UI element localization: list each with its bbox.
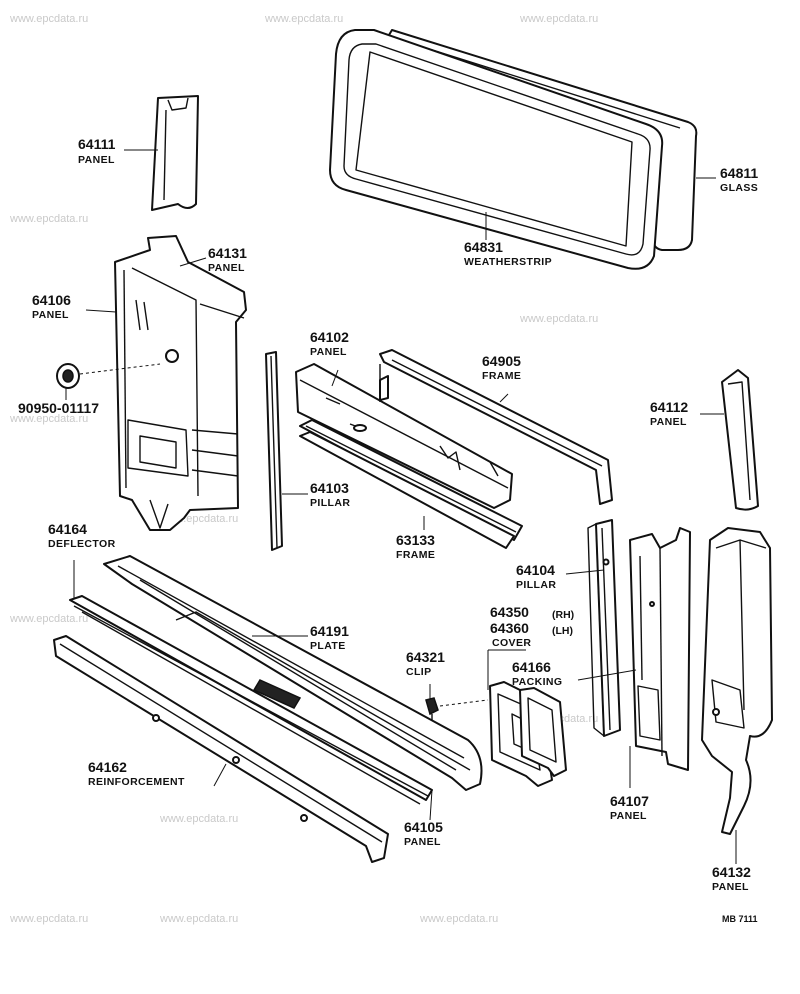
frame-64905-drawing bbox=[379, 349, 613, 505]
frame-63133-drawing bbox=[299, 419, 523, 549]
watermark: www.epcdata.ru bbox=[9, 13, 88, 25]
part-number-64164: 64164 bbox=[48, 521, 87, 537]
part-name-64191: PLATE bbox=[310, 640, 346, 652]
part-number-64105: 64105 bbox=[404, 819, 443, 835]
packing-64166-drawing bbox=[519, 687, 567, 777]
panel-64102-drawing bbox=[295, 363, 513, 509]
part-name-64166: PACKING bbox=[512, 676, 562, 688]
part-number-64103: 64103 bbox=[310, 480, 349, 496]
part-number-64811: 64811 bbox=[720, 165, 758, 181]
part-name-63133: FRAME bbox=[396, 549, 435, 561]
part-number-64162: 64162 bbox=[88, 759, 127, 775]
clip-64321-drawing bbox=[425, 697, 489, 720]
watermark: www.epcdata.ru bbox=[519, 313, 598, 325]
part-number-64112: 64112 bbox=[650, 399, 688, 415]
part-name-64831: WEATHERSTRIP bbox=[464, 256, 552, 268]
part-name-64131: PANEL bbox=[208, 262, 245, 274]
watermark: www.epcdata.ru bbox=[9, 613, 88, 625]
weatherstrip-64831-drawing bbox=[329, 29, 664, 270]
part-number-64360: 64360 bbox=[490, 620, 529, 636]
watermark: www.epcdata.ru bbox=[419, 913, 498, 925]
part-name-64112: PANEL bbox=[650, 416, 687, 428]
part-number-64166: 64166 bbox=[512, 659, 551, 675]
part-name-64321: CLIP bbox=[406, 666, 432, 678]
watermark: www.epcdata.ru bbox=[519, 13, 598, 25]
pillar-64103-drawing bbox=[265, 351, 283, 551]
watermark: www.epcdata.ru bbox=[159, 913, 238, 925]
part-number-63133: 63133 bbox=[396, 532, 435, 548]
watermark: www.epcdata.ru bbox=[159, 813, 238, 825]
panel-64111-drawing bbox=[151, 95, 199, 211]
part-number-90950-01117: 90950-01117 bbox=[18, 400, 99, 416]
part-number-64132: 64132 bbox=[712, 864, 751, 880]
part-name-64107: PANEL bbox=[610, 810, 647, 822]
pillar-64104-drawing bbox=[587, 519, 621, 737]
part-name-64132: PANEL bbox=[712, 881, 749, 893]
part-number-64831: 64831 bbox=[464, 239, 503, 255]
part-number-64905: 64905 bbox=[482, 353, 521, 369]
side-note-rh: (RH) bbox=[552, 609, 574, 621]
part-name-64360: COVER bbox=[492, 637, 531, 649]
watermark: www.epcdata.ru bbox=[264, 13, 343, 25]
part-number-64321: 64321 bbox=[406, 649, 445, 665]
part-name-64102: PANEL bbox=[310, 346, 347, 358]
part-number-64106: 64106 bbox=[32, 292, 71, 308]
panel-64112-drawing bbox=[721, 369, 759, 511]
part-number-64111: 64111 bbox=[78, 136, 116, 152]
watermark: www.epcdata.ru bbox=[9, 913, 88, 925]
part-number-64350: 64350 bbox=[490, 604, 529, 620]
part-name-64162: REINFORCEMENT bbox=[88, 776, 185, 788]
part-name-64104: PILLAR bbox=[516, 579, 556, 591]
part-number-64104: 64104 bbox=[516, 562, 555, 578]
leader-lines bbox=[65, 149, 737, 864]
part-name-64811: GLASS bbox=[720, 182, 758, 194]
panel-64107-drawing bbox=[629, 527, 691, 771]
callout-labels: 64111 PANEL 64131 PANEL 64106 PANEL 9095… bbox=[18, 136, 758, 924]
panel-64106-drawing bbox=[114, 235, 247, 531]
panel-64132-drawing bbox=[701, 527, 773, 835]
drawing-code: MB 7111 bbox=[722, 914, 758, 924]
side-note-lh: (LH) bbox=[552, 625, 573, 637]
part-name-64164: DEFLECTOR bbox=[48, 538, 116, 550]
panel-64105-drawing bbox=[81, 611, 421, 805]
part-number-64131: 64131 bbox=[208, 245, 247, 261]
part-number-64191: 64191 bbox=[310, 623, 349, 639]
watermark: www.epcdata.ru bbox=[9, 413, 88, 425]
part-number-64107: 64107 bbox=[610, 793, 649, 809]
part-name-64103: PILLAR bbox=[310, 497, 350, 509]
watermark: www.epcdata.ru bbox=[9, 213, 88, 225]
plate-64191-drawing bbox=[103, 555, 483, 791]
part-number-64102: 64102 bbox=[310, 329, 349, 345]
grommet-90950-drawing bbox=[56, 363, 161, 389]
part-name-64105: PANEL bbox=[404, 836, 441, 848]
part-name-64106: PANEL bbox=[32, 309, 69, 321]
part-name-64111: PANEL bbox=[78, 154, 115, 166]
part-name-64905: FRAME bbox=[482, 370, 521, 382]
reinforcement-64162-drawing bbox=[53, 635, 389, 863]
